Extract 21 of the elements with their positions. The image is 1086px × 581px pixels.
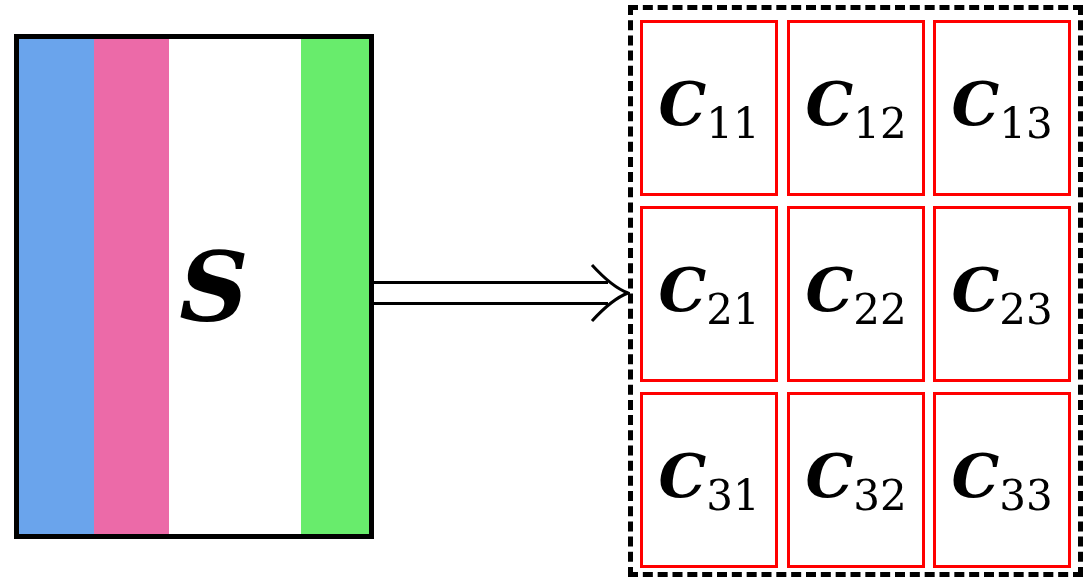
cell-box xyxy=(640,20,778,196)
cell-box xyxy=(933,20,1071,196)
cell-box xyxy=(933,392,1071,568)
math-label: C$_{32}$ xyxy=(804,440,908,520)
math-label: C$_{21}$ xyxy=(657,254,761,334)
cell-box xyxy=(787,206,925,382)
math-label: C$_{13}$ xyxy=(950,68,1054,148)
dashed-box xyxy=(628,5,1083,577)
cell-box xyxy=(787,20,925,196)
cell-box xyxy=(640,206,778,382)
cell-box xyxy=(787,392,925,568)
math-label: C$_{31}$ xyxy=(657,440,761,520)
cell-box xyxy=(640,392,778,568)
math-label: C$_{23}$ xyxy=(950,254,1054,334)
cell-box xyxy=(933,206,1071,382)
math-label: S xyxy=(178,230,250,343)
striped-box xyxy=(14,34,374,539)
math-label: C$_{12}$ xyxy=(804,68,908,148)
math-label: C$_{33}$ xyxy=(950,440,1054,520)
math-label: C$_{22}$ xyxy=(804,254,908,334)
math-label: C$_{11}$ xyxy=(657,68,761,148)
